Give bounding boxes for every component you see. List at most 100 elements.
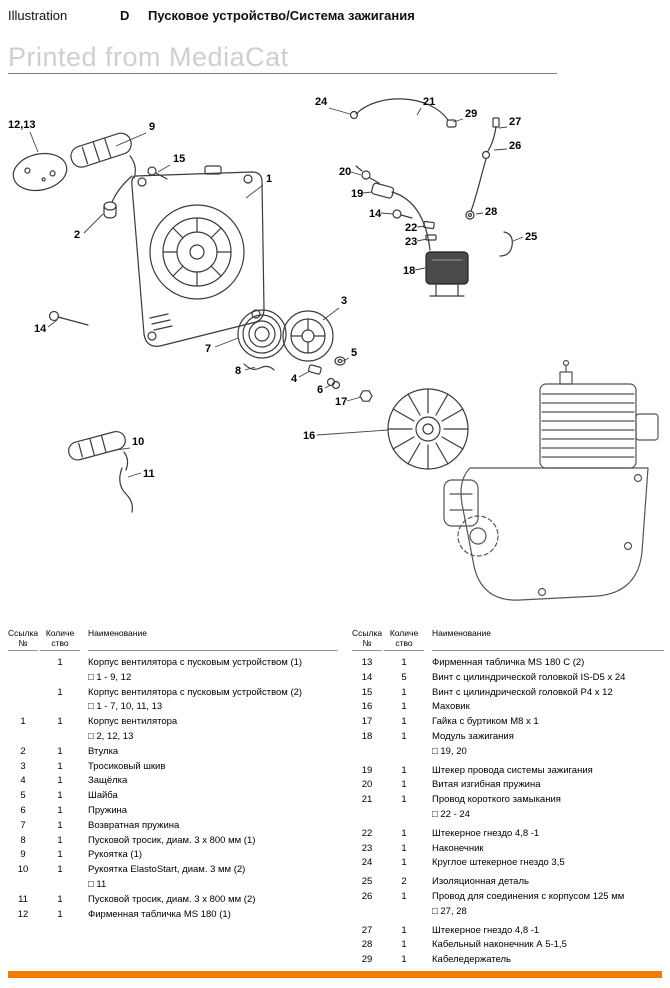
cell-ref: 25	[361, 876, 373, 888]
cell-qty: 1	[57, 804, 63, 816]
callout-11: 11	[143, 468, 155, 480]
leader-line	[380, 212, 394, 215]
engine-assembly	[443, 359, 659, 601]
callout-25: 25	[525, 231, 537, 243]
callout-19: 19	[351, 188, 363, 200]
leader-line	[416, 107, 422, 116]
leader-line	[475, 212, 484, 215]
table-row: 2 1 Втулка	[8, 745, 338, 760]
part-starter-rope	[243, 363, 275, 371]
cell-qty: 1	[401, 657, 407, 668]
cell-name: Модуль зажигания	[432, 730, 514, 742]
cell-qty: 1	[401, 857, 407, 869]
part-bushing	[103, 201, 117, 219]
cell-qty: 5	[401, 671, 407, 683]
leader-line	[316, 429, 389, 436]
cell-name: Втулка	[88, 745, 119, 757]
cell-ref: 1	[20, 716, 26, 728]
cell-qty: 1	[57, 775, 63, 787]
cell-name: Фирменная табличка MS 180 (1)	[88, 908, 231, 920]
table-subrow: □ 27, 28	[352, 905, 664, 920]
leader-line	[322, 307, 340, 321]
leader-line	[245, 184, 264, 199]
callout-27: 27	[509, 116, 521, 128]
cell-name: Винт с цилиндрической головкой IS-D5 x 2…	[432, 671, 626, 683]
leader-line	[115, 132, 147, 147]
cell-name: Кабеледержатель	[432, 954, 511, 966]
part-elastostart-handle	[68, 430, 133, 513]
leader-line	[512, 236, 524, 242]
table-subrow: □ 19, 20	[352, 745, 664, 760]
table-row: 12 1 Фирменная табличка MS 180 (1)	[8, 908, 338, 923]
cell-name: Рукоятка ElastoStart, диам. 3 мм (2)	[88, 864, 246, 876]
horizontal-rule	[8, 73, 557, 74]
part-pawl	[308, 364, 322, 375]
cell-name: Круглое штекерное гнездо 3,5	[432, 857, 565, 869]
cell-qty: 1	[57, 908, 63, 920]
cell-subparts: □ 1 - 7, 10, 11, 13	[88, 701, 163, 713]
cell-ref: 16	[361, 701, 373, 713]
cell-qty: 1	[57, 819, 63, 831]
cell-name: Наконечник	[432, 842, 484, 854]
cell-name: Штекер провода системы зажигания	[432, 764, 593, 776]
cell-name: Защёлка	[88, 775, 128, 787]
part-connector-23	[425, 234, 437, 241]
part-ignition-module	[425, 251, 469, 297]
cell-qty: 1	[57, 745, 63, 757]
cell-name: Маховик	[432, 701, 470, 713]
part-torsion-spring	[355, 165, 380, 184]
table-subrow: □ 2, 12, 13	[8, 730, 338, 745]
cell-name: Фирменная табличка MS 180 C (2)	[432, 657, 585, 668]
cell-ref: 23	[361, 842, 373, 854]
leader-line	[493, 148, 508, 151]
cell-qty: 1	[57, 834, 63, 846]
leader-line	[346, 396, 362, 402]
cell-name: Гайка с буртиком M8 x 1	[432, 716, 539, 728]
part-rewind-spring	[237, 309, 287, 359]
table-subrow: □ 1 - 9, 12	[8, 671, 338, 686]
callout-14: 14	[369, 208, 382, 220]
cell-name: Штекерное гнездо 4,8 -1	[432, 827, 540, 839]
cell-ref: 26	[361, 890, 373, 902]
leader-line	[416, 225, 426, 228]
cell-qty: 1	[401, 827, 407, 839]
callout-5: 5	[351, 347, 357, 359]
cell-name: Пружина	[88, 804, 128, 816]
cell-ref	[8, 686, 38, 701]
cell-subparts: □ 1 - 9, 12	[88, 671, 132, 683]
cell-ref: 12	[17, 908, 29, 920]
cell-ref: 9	[20, 849, 26, 861]
cell-ref: 18	[361, 730, 373, 742]
cell-qty: 1	[57, 686, 63, 698]
leader-line	[414, 267, 426, 271]
leader-line	[47, 319, 58, 328]
leader-line	[342, 357, 350, 362]
part-insulator	[499, 231, 513, 257]
leader-line	[350, 171, 362, 176]
cell-name: Винт с цилиндрической головкой P4 x 12	[432, 686, 613, 698]
callout-12,13: 12,13	[8, 119, 36, 131]
cell-qty: 1	[401, 954, 407, 966]
part-ground-wire	[465, 117, 500, 220]
leader-line	[416, 238, 428, 242]
part-fan-housing	[131, 165, 265, 347]
cell-qty: 1	[401, 939, 407, 951]
cell-ref: 2	[20, 745, 26, 757]
cell-ref: 19	[361, 764, 373, 776]
leader-line	[328, 107, 351, 115]
cell-qty: 1	[57, 760, 63, 772]
